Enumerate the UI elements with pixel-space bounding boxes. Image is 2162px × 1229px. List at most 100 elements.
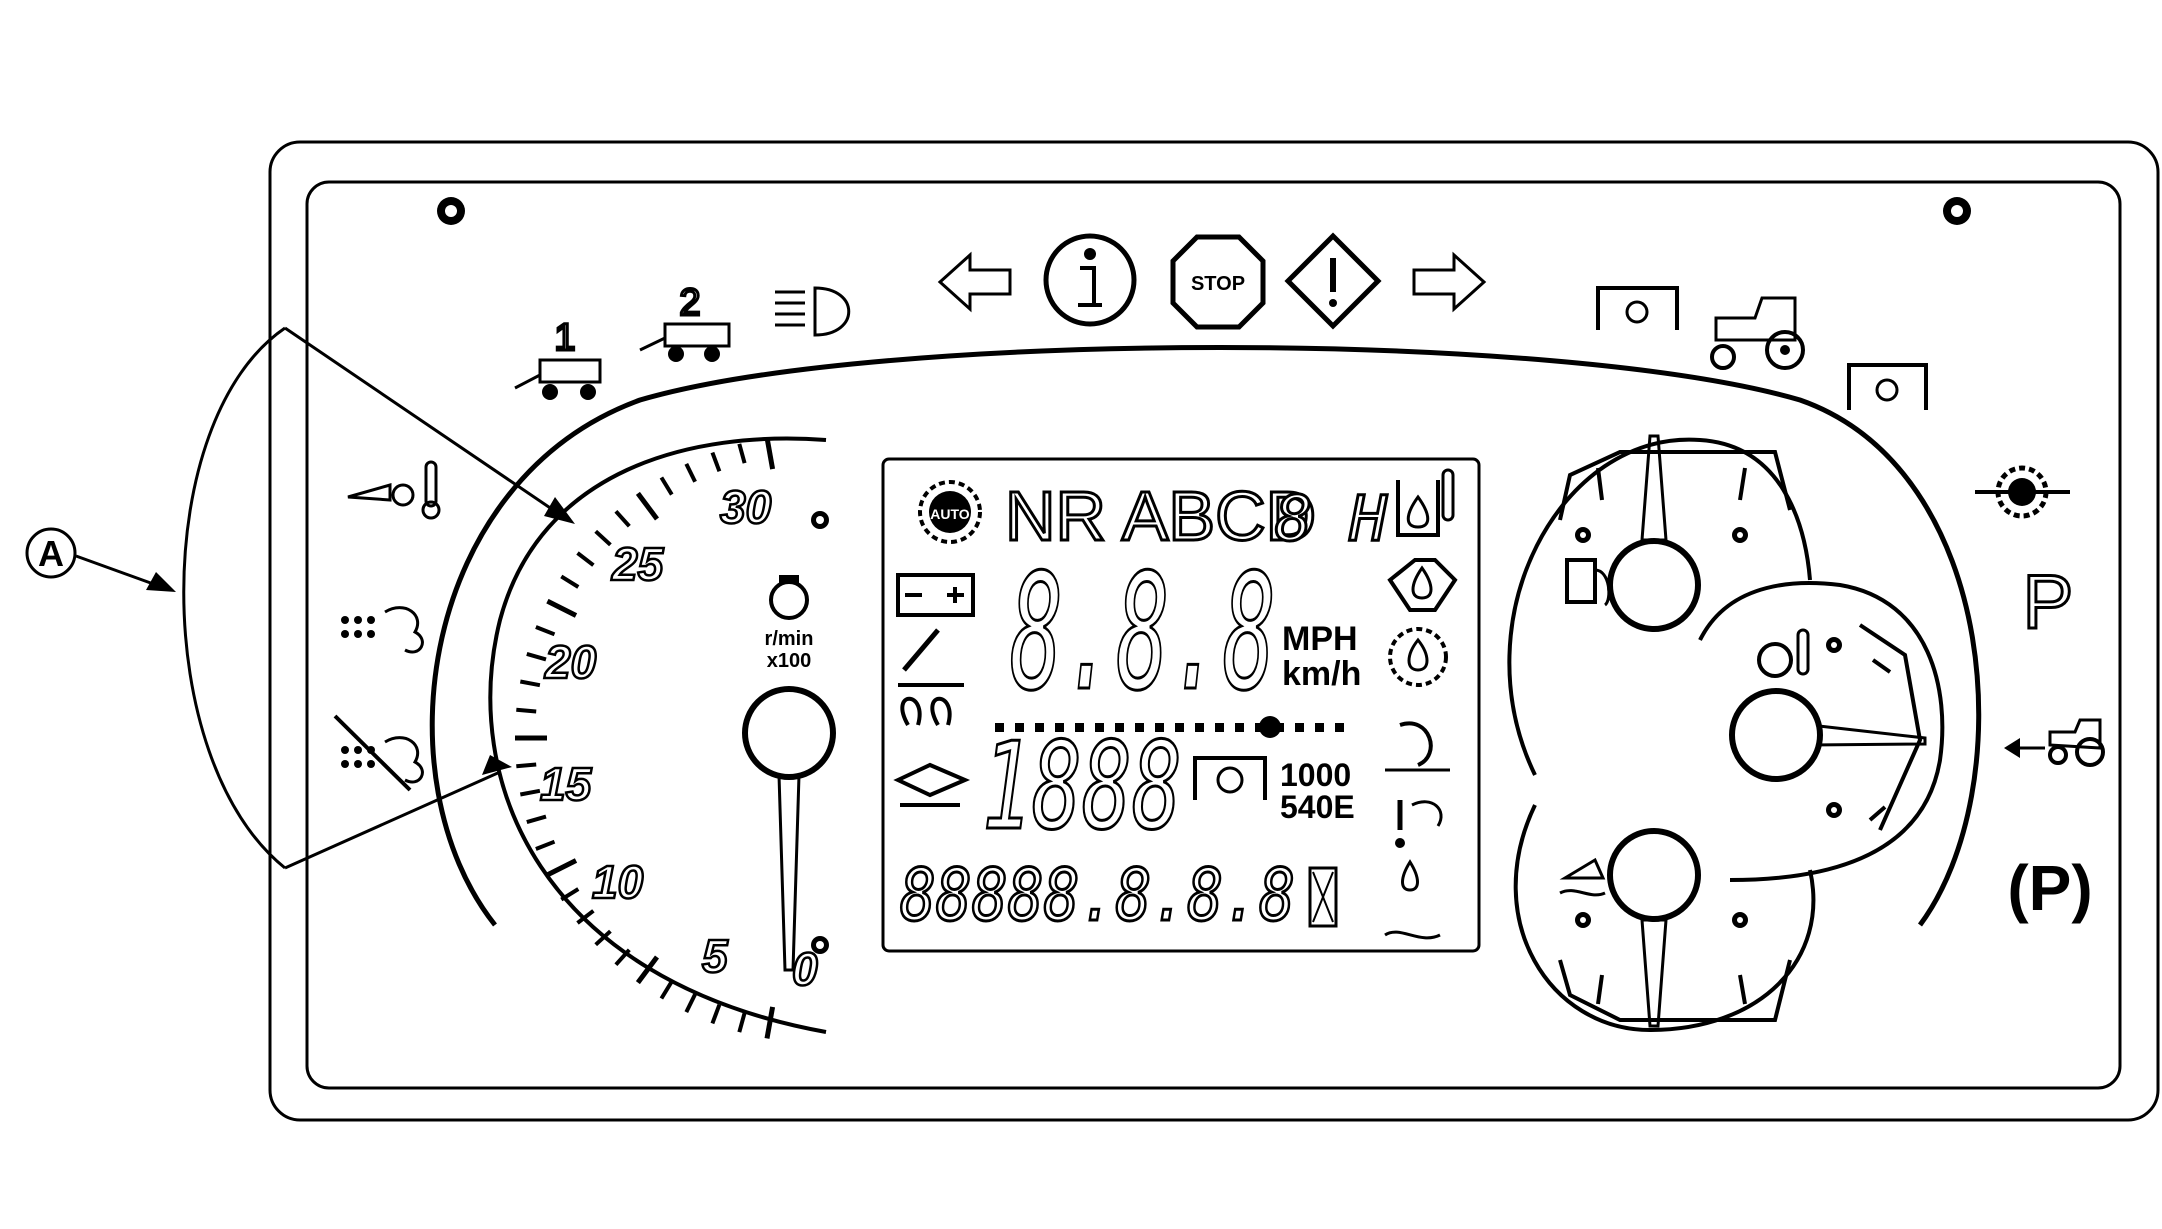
tachometer-tick	[710, 451, 722, 473]
lcd-bar-segment	[1195, 723, 1204, 732]
lcd-bar-segment	[995, 723, 1004, 732]
hitch-position-icon	[1385, 721, 1450, 772]
tach-label-30: 30	[720, 481, 772, 533]
svg-text:1: 1	[554, 317, 575, 359]
headlight-icon	[775, 286, 851, 337]
differential-lock-icon	[1975, 465, 2070, 519]
tachometer-needle	[742, 686, 836, 972]
transmission-oil-temperature-icon	[1396, 468, 1455, 537]
svg-text:2: 2	[679, 282, 700, 324]
lcd-speed-digits: 8.8.8	[1010, 539, 1276, 726]
lcd-bar-segment	[1115, 723, 1124, 732]
tachometer-tick	[737, 443, 747, 464]
tachometer-tick	[594, 529, 612, 547]
lcd-gear-digits: 8 H	[1275, 482, 1388, 555]
park-indicator: P	[2023, 560, 2074, 645]
trailer-2-icon: 2	[639, 281, 731, 362]
mounting-screw-icon	[1943, 197, 1971, 225]
tachometer-tick	[516, 762, 537, 769]
engine-icon	[769, 575, 809, 620]
tachometer-tick	[659, 980, 674, 1000]
fuel-level-gauge	[1507, 434, 1812, 776]
mechanical-front-wheel-drive-icon	[2004, 718, 2105, 767]
tachometer-tick	[684, 993, 697, 1013]
tach-unit-rmin: r/min	[765, 628, 814, 650]
lcd-bar-segment	[1335, 723, 1344, 732]
hourglass-icon	[1308, 866, 1338, 928]
lcd-bar-segment	[1035, 723, 1044, 732]
lcd-pto-540e: 540E	[1280, 789, 1355, 825]
park-brake-icon: (P)	[2007, 852, 2092, 924]
stop-warning-icon: STOP	[1170, 234, 1266, 330]
tach-unit-x100: x100	[767, 650, 812, 672]
tachometer-tick	[516, 707, 537, 714]
pto-engaged-icon	[1193, 756, 1267, 800]
svg-text:AUTO: AUTO	[930, 506, 970, 522]
tachometer-tick	[535, 839, 556, 851]
tachometer-tick	[560, 574, 580, 589]
tachometer-tick	[576, 551, 595, 567]
fuel-water-separator-icon	[1384, 859, 1441, 940]
lcd-bar-segment	[1095, 723, 1104, 732]
tach-label-25: 25	[611, 538, 665, 590]
dpf-regeneration-inhibit-icon	[333, 714, 424, 792]
tachometer-tick	[526, 814, 547, 825]
trailer-1-icon: 1	[514, 316, 602, 400]
tachometer-tick	[546, 598, 578, 618]
cluster-outer-housing	[268, 140, 2160, 1122]
tachometer-tick	[737, 1012, 747, 1033]
coolant-temperature-gauge	[1698, 581, 1945, 882]
callout-a: A	[25, 326, 575, 870]
tach-label-0: 0	[792, 943, 818, 995]
front-pto-icon	[1596, 286, 1679, 330]
operator-manual-icon	[893, 762, 971, 807]
tachometer-tick	[764, 1006, 776, 1039]
lcd-odometer-digits: 88888.8.8.8	[900, 853, 1295, 937]
turn-left-arrow-icon	[937, 251, 1012, 313]
lcd-bar-marker	[1259, 716, 1281, 738]
tachometer-tick	[614, 948, 631, 967]
tachometer-tick	[594, 929, 612, 947]
tachometer-tick	[614, 509, 631, 528]
tachometer-tick	[635, 955, 660, 985]
tachometer-tick	[546, 858, 578, 878]
lcd-bar-segment	[1295, 723, 1304, 732]
tachometer-tick	[576, 909, 595, 925]
tach-label-15: 15	[540, 758, 593, 810]
mounting-screw-icon	[437, 197, 465, 225]
tachometer-tick	[535, 625, 556, 637]
battery-icon	[896, 573, 975, 617]
lcd-bar-segment	[1135, 723, 1144, 732]
lcd-bar-segment	[1315, 723, 1324, 732]
lcd-gear-text: NR ABCD	[1005, 477, 1316, 555]
tachometer-ticks	[515, 437, 776, 1039]
coolant-temperature-icon	[1757, 628, 1810, 678]
lcd-bar-segment	[1175, 723, 1184, 732]
def-fluid-icon	[1559, 857, 1606, 897]
tach-label-5: 5	[702, 930, 729, 982]
lcd-bar-segment	[1235, 723, 1244, 732]
tachometer-tick	[519, 788, 541, 797]
tach-label-10: 10	[592, 856, 644, 908]
tachometer-tick	[659, 476, 674, 496]
cluster-sweep-arc	[429, 345, 1982, 927]
tractor-icon	[1710, 296, 1805, 370]
rear-pto-icon	[1847, 363, 1928, 410]
cluster-inner-bezel	[305, 180, 2122, 1090]
lcd-bar-segment	[1155, 723, 1164, 732]
exhaust-temperature-icon	[347, 460, 441, 520]
fuel-pump-icon	[1565, 558, 1611, 607]
lcd-rpm-digits: 1888	[982, 718, 1182, 857]
lcd-bar-segment	[1055, 723, 1064, 732]
tachometer-tick	[560, 887, 580, 902]
lcd-speed-unit-mph: MPH	[1282, 620, 1358, 658]
tachometer: 0 5 10 15 20 25 30 r/min x100	[488, 436, 836, 1039]
dpf-regeneration-icon	[341, 606, 424, 654]
svg-text:(P): (P)	[2007, 852, 2092, 924]
tachometer-tick	[519, 679, 541, 688]
tachometer-tick	[635, 491, 660, 521]
lcd-display: AUTO NR ABCD 8 H 8.8.8 MPH km/h	[881, 457, 1481, 953]
lcd-speed-unit-kmh: km/h	[1282, 655, 1361, 693]
tachometer-tick	[526, 651, 547, 662]
